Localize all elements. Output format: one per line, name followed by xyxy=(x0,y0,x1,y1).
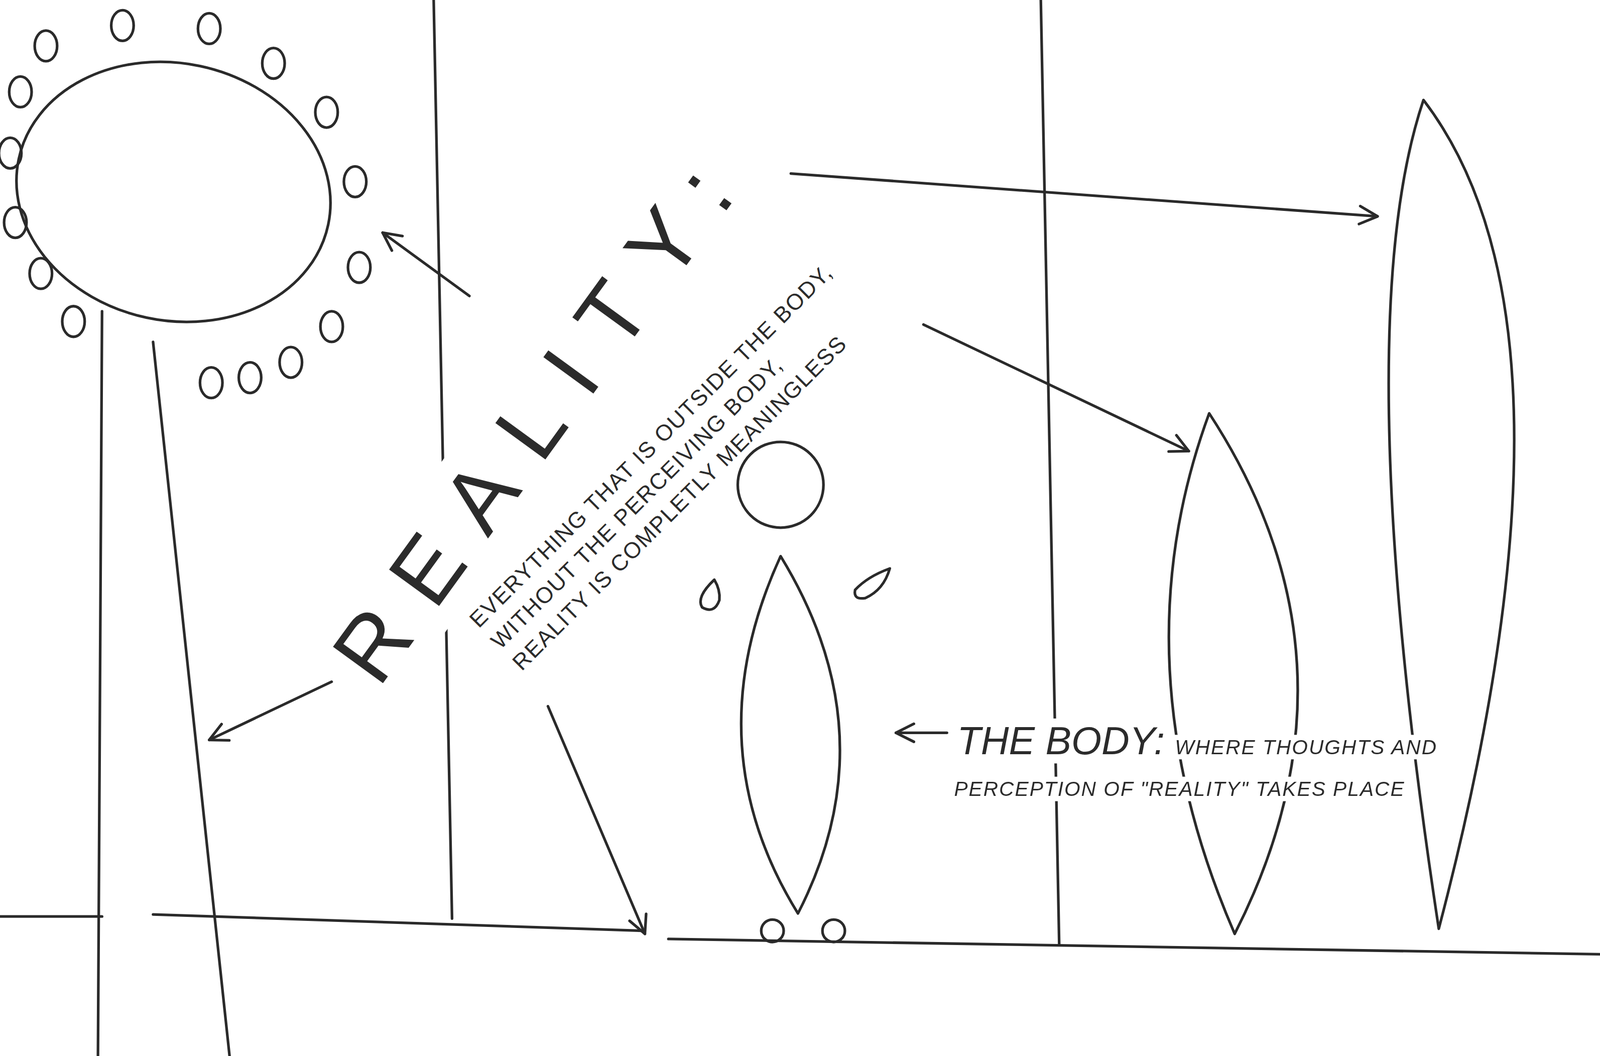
leader-arrow xyxy=(896,731,948,734)
blossom xyxy=(279,346,303,378)
blossom xyxy=(197,13,221,44)
leader-arrow xyxy=(790,173,1378,217)
blossom xyxy=(238,362,262,394)
leader-arrow xyxy=(547,706,645,934)
blossom xyxy=(0,137,22,169)
blossom xyxy=(343,166,367,197)
blossom xyxy=(29,258,53,289)
cypress-tree xyxy=(1388,99,1515,929)
ground-line xyxy=(153,914,644,931)
body-caption: THE BODY: WHERE THOUGHTS AND PERCEPTION … xyxy=(953,710,1526,806)
ground-line xyxy=(0,915,102,918)
leader-arrow xyxy=(923,324,1189,451)
caption-heading: THE BODY: xyxy=(953,718,1168,764)
blossom xyxy=(262,48,285,79)
blossom xyxy=(4,207,27,238)
blossom xyxy=(315,96,338,128)
ground-line xyxy=(668,938,1600,954)
blossom xyxy=(199,367,223,399)
tree xyxy=(0,10,371,1056)
blossom xyxy=(347,252,371,283)
blossom xyxy=(34,30,58,62)
wall-line xyxy=(1040,0,1060,944)
cypress-tree xyxy=(1168,413,1298,934)
leader-arrow xyxy=(382,232,470,296)
blossom xyxy=(62,306,85,337)
blossom xyxy=(111,10,135,41)
leader-arrow xyxy=(209,681,332,741)
blossom xyxy=(9,76,32,107)
body-figure xyxy=(700,441,890,942)
blossom xyxy=(320,311,343,342)
